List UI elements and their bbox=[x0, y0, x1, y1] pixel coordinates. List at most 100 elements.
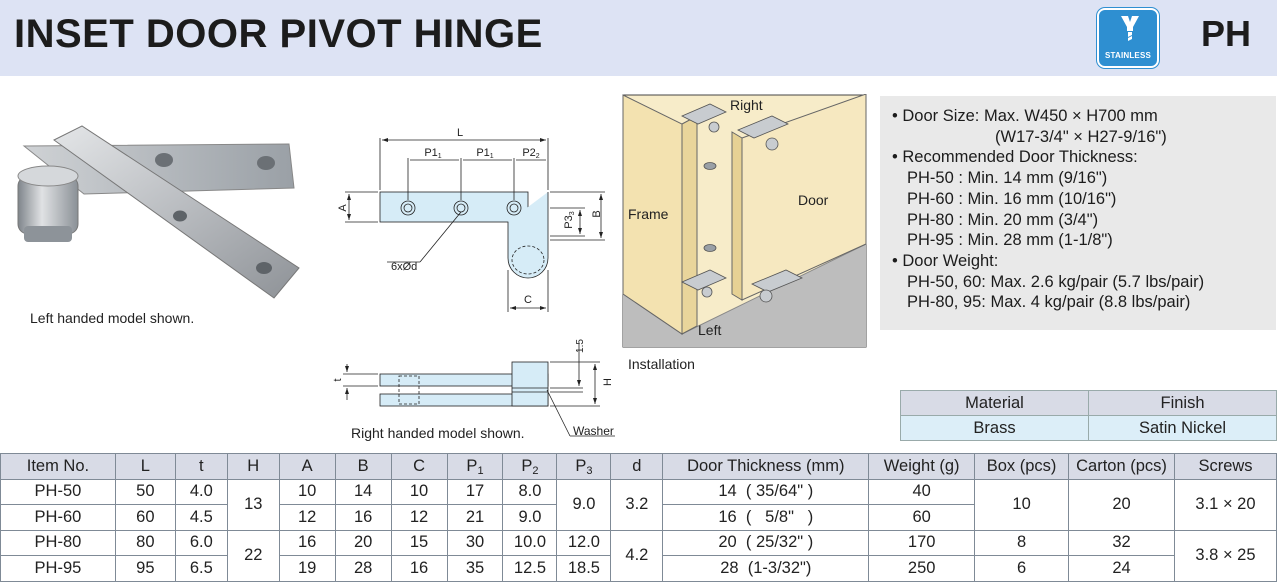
cell-A: 12 bbox=[278, 504, 336, 531]
cell-screws: 3.1 × 20 bbox=[1173, 478, 1277, 531]
cell-L: 80 bbox=[114, 529, 176, 556]
page-header: INSET DOOR PIVOT HINGE STAINLESS PH bbox=[0, 0, 1277, 76]
spec-line: PH-80 : Min. 20 mm (3/4") bbox=[907, 210, 1099, 229]
col-box: Box (pcs) bbox=[974, 453, 1070, 480]
cell-B: 16 bbox=[334, 504, 392, 531]
cell-t: 4.0 bbox=[174, 478, 228, 505]
cell-L: 95 bbox=[114, 555, 176, 582]
label-frame: Frame bbox=[628, 206, 669, 222]
spec-line: • Recommended Door Thickness: bbox=[892, 148, 1138, 167]
cell-screws: 3.8 × 25 bbox=[1173, 529, 1277, 582]
cell-C: 12 bbox=[390, 504, 448, 531]
dim-A-label: A bbox=[337, 204, 349, 212]
top-view-drawing: L P11 P11 P22 A B P33 C 6xØd bbox=[337, 127, 605, 312]
cell-H: 13 bbox=[226, 478, 280, 531]
cell-A: 16 bbox=[278, 529, 336, 556]
cell-door-thickness: 14 ( 35/64" ) bbox=[662, 478, 870, 505]
cell-P2: 12.5 bbox=[502, 555, 558, 582]
col-A: A bbox=[278, 453, 336, 480]
cell-box: 8 bbox=[974, 529, 1070, 556]
col-weight: Weight (g) bbox=[868, 453, 976, 480]
spec-table: Item No. L t H A B C P1 P2 P3 d Door Thi… bbox=[0, 453, 1277, 582]
dim-H-label: H bbox=[602, 378, 614, 386]
y-logo-icon bbox=[1121, 16, 1139, 41]
cell-door-thickness: 16 ( 5/8" ) bbox=[662, 504, 870, 531]
installation-illustration: Right Left Frame Door bbox=[622, 94, 867, 348]
spec-line: • Door Size: Max. W450 × H700 mm bbox=[892, 107, 1158, 125]
cell-carton: 32 bbox=[1068, 529, 1175, 556]
col-B: B bbox=[334, 453, 392, 480]
cell-P2: 8.0 bbox=[502, 478, 558, 505]
dim-P2-label: P22 bbox=[522, 147, 539, 160]
side-view-drawing: t H 1.5 bbox=[332, 339, 615, 437]
cell-item: PH-95 bbox=[0, 555, 116, 582]
label-left: Left bbox=[698, 322, 721, 338]
table-row: PH-80 80 6.0 22 16 20 15 30 10.0 12.0 4.… bbox=[0, 529, 1277, 582]
col-t: t bbox=[174, 453, 228, 480]
col-H: H bbox=[226, 453, 280, 480]
cell-d: 3.2 bbox=[610, 478, 664, 531]
cell-P3: 9.0 bbox=[556, 478, 612, 531]
washer-label: Washer bbox=[573, 424, 614, 438]
cell-B: 20 bbox=[334, 529, 392, 556]
cell-P3: 18.5 bbox=[556, 555, 612, 582]
cell-weight: 40 bbox=[868, 478, 976, 505]
dim-P1b-label: P11 bbox=[476, 147, 493, 160]
table-row: PH-50 50 4.0 13 10 14 10 17 8.0 9.0 3.2 … bbox=[0, 478, 1277, 531]
dim-P3-label: P33 bbox=[563, 211, 576, 228]
side-view-caption: Right handed model shown. bbox=[351, 425, 525, 441]
cell-weight: 250 bbox=[868, 555, 976, 582]
cell-C: 10 bbox=[390, 478, 448, 505]
spec-line: • Door Weight: bbox=[892, 251, 999, 270]
cell-B: 28 bbox=[334, 555, 392, 582]
cell-C: 15 bbox=[390, 529, 448, 556]
cell-box: 6 bbox=[974, 555, 1070, 582]
dim-C-label: C bbox=[524, 294, 532, 306]
table-row: PH-95 95 6.5 19 28 16 35 12.5 18.5 28 (1… bbox=[0, 555, 1277, 582]
finish-header: Finish bbox=[1088, 390, 1277, 416]
cell-H: 22 bbox=[226, 529, 280, 582]
spec-line: PH-80, 95: Max. 4 kg/pair (8.8 lbs/pair) bbox=[907, 293, 1191, 312]
col-screws: Screws bbox=[1173, 453, 1277, 480]
material-value: Brass bbox=[900, 415, 1089, 441]
label-right: Right bbox=[730, 97, 763, 113]
cell-carton: 20 bbox=[1068, 478, 1175, 531]
cell-P3: 12.0 bbox=[556, 529, 612, 556]
cell-item: PH-60 bbox=[0, 504, 116, 531]
col-P3: P3 bbox=[556, 453, 612, 480]
stainless-badge: STAINLESS bbox=[1097, 8, 1159, 68]
cell-B: 14 bbox=[334, 478, 392, 505]
dim-washer-thickness: 1.5 bbox=[575, 339, 586, 353]
cell-A: 10 bbox=[278, 478, 336, 505]
col-C: C bbox=[390, 453, 448, 480]
col-door-thickness: Door Thickness (mm) bbox=[662, 453, 870, 480]
col-P2: P2 bbox=[502, 453, 558, 480]
cell-d: 4.2 bbox=[610, 529, 664, 582]
badge-label: STAINLESS bbox=[1104, 51, 1152, 60]
cell-weight: 60 bbox=[868, 504, 976, 531]
page-title: INSET DOOR PIVOT HINGE bbox=[14, 12, 543, 56]
spec-line: PH-50 : Min. 14 mm (9/16") bbox=[907, 169, 1108, 188]
cell-box: 10 bbox=[974, 478, 1070, 531]
cell-P2: 10.0 bbox=[502, 529, 558, 556]
finish-value: Satin Nickel bbox=[1088, 415, 1277, 441]
cell-weight: 170 bbox=[868, 529, 976, 556]
spec-line: PH-60 : Min. 16 mm (10/16") bbox=[907, 189, 1117, 208]
cell-A: 19 bbox=[278, 555, 336, 582]
dim-P1a-label: P11 bbox=[424, 147, 441, 160]
cell-C: 16 bbox=[390, 555, 448, 582]
cell-P2: 9.0 bbox=[502, 504, 558, 531]
cell-P1: 30 bbox=[446, 529, 504, 556]
spec-box: • Door Size: Max. W450 × H700 mm (W17-3/… bbox=[880, 96, 1276, 330]
material-header: Material bbox=[900, 390, 1089, 416]
photo-caption: Left handed model shown. bbox=[30, 310, 195, 326]
spec-line: PH-50, 60: Max. 2.6 kg/pair (5.7 lbs/pai… bbox=[907, 272, 1205, 291]
table-row: PH-60 60 4.5 12 16 12 21 9.0 16 ( 5/8" )… bbox=[0, 504, 1277, 531]
cell-P1: 35 bbox=[446, 555, 504, 582]
cell-door-thickness: 20 ( 25/32" ) bbox=[662, 529, 870, 556]
cell-P1: 17 bbox=[446, 478, 504, 505]
col-d: d bbox=[610, 453, 664, 480]
installation-caption: Installation bbox=[628, 356, 695, 372]
cell-carton: 24 bbox=[1068, 555, 1175, 582]
product-code: PH bbox=[1201, 13, 1252, 54]
